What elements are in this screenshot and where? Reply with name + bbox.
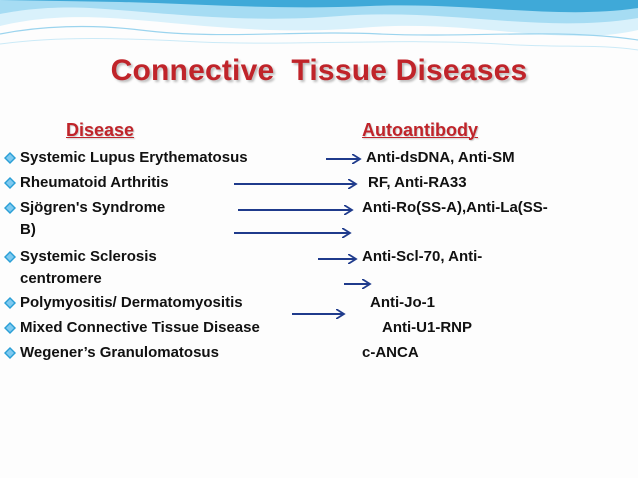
autoantibody-label: Anti-U1-RNP	[382, 319, 472, 336]
diamond-bullet-icon	[4, 322, 16, 334]
autoantibody-label: Anti-Ro(SS-A),Anti-La(SS-	[362, 199, 548, 216]
diamond-bullet-icon	[4, 177, 16, 189]
autoantibody-column-header: Autoantibody	[362, 120, 478, 140]
disease-column-header: Disease	[66, 120, 135, 140]
autoantibody-label: Anti-Jo-1	[370, 294, 435, 311]
header-wave-decoration	[0, 0, 638, 70]
autoantibody-label: RF, Anti-RA33	[368, 174, 467, 191]
disease-label: Mixed Connective Tissue Disease	[20, 319, 260, 336]
autoantibody-label: Anti-Scl-70, Anti-	[362, 248, 483, 265]
disease-label: Systemic Sclerosis	[20, 248, 157, 265]
disease-label: Rheumatoid Arthritis	[20, 174, 169, 191]
disease-label: Polymyositis/ Dermatomyositis	[20, 294, 243, 311]
disease-label-continued: centromere	[20, 270, 102, 287]
disease-label-continued: B)	[20, 221, 36, 238]
autoantibody-label: c-ANCA	[362, 344, 419, 361]
slide-title: Connective Tissue Diseases	[110, 54, 528, 87]
disease-label: Systemic Lupus Erythematosus	[20, 149, 248, 166]
disease-label: Sjögren's Syndrome	[20, 199, 166, 216]
diamond-bullet-icon	[4, 152, 16, 164]
disease-label: Wegener’s Granulomatosus	[20, 344, 219, 361]
diamond-bullet-icon	[4, 251, 16, 263]
autoantibody-label: Anti-dsDNA, Anti-SM	[366, 149, 515, 166]
diamond-bullet-icon	[4, 347, 16, 359]
diamond-bullet-icon	[4, 202, 16, 214]
diamond-bullet-icon	[4, 297, 16, 309]
